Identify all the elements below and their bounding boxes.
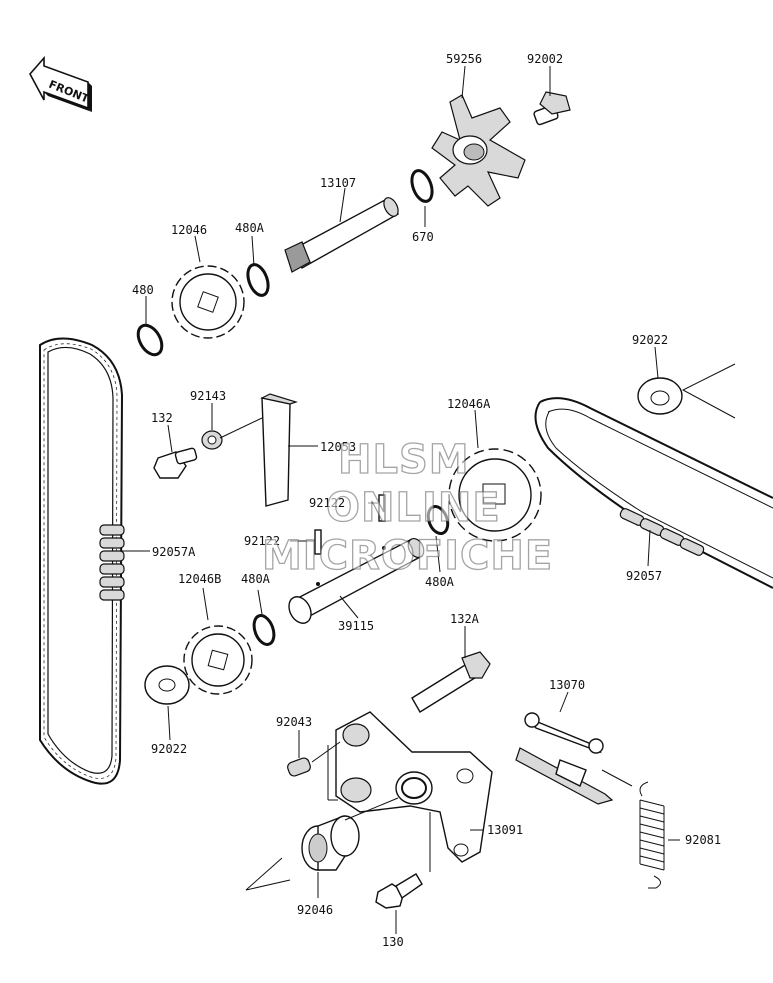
callout-13070[interactable]: 13070 — [549, 678, 586, 692]
circlip-480 — [136, 323, 164, 357]
circlip-480A-upper — [246, 263, 270, 297]
o-ring-670 — [410, 169, 434, 203]
callout-92002[interactable]: 92002 — [527, 52, 564, 66]
callout-480A-3[interactable]: 480A — [241, 572, 270, 586]
chain-gap-mark-right — [681, 363, 736, 419]
rotor-59256 — [431, 94, 526, 207]
callout-12046B[interactable]: 12046B — [178, 572, 222, 586]
watermark-line-2: ONLINE — [325, 485, 501, 531]
circlip-480A-right — [426, 504, 450, 536]
bolt-130 — [375, 873, 423, 909]
watermark-line-3: MICROFICHE — [261, 533, 554, 579]
callout-132[interactable]: 132 — [151, 411, 173, 425]
callout-480A-1[interactable]: 480A — [235, 221, 264, 235]
callout-92046[interactable]: 92046 — [297, 903, 334, 917]
bolt-92002 — [533, 91, 571, 126]
shaft-13107 — [284, 197, 400, 273]
spring-92081 — [639, 781, 665, 889]
callout-92122-1[interactable]: 92122 — [309, 496, 346, 510]
washer-92143 — [201, 430, 223, 450]
callout-92081[interactable]: 92081 — [685, 833, 722, 847]
assembly-mark-lower — [245, 857, 291, 891]
callout-480A-2[interactable]: 480A — [425, 575, 454, 589]
callout-12046A[interactable]: 12046A — [447, 397, 491, 411]
callout-670[interactable]: 670 — [412, 230, 434, 244]
callout-39115[interactable]: 39115 — [338, 619, 375, 633]
callout-12046[interactable]: 12046 — [171, 223, 208, 237]
callout-59256[interactable]: 59256 — [446, 52, 483, 66]
callout-132A[interactable]: 132A — [450, 612, 479, 626]
front-arrow-icon: FRONT — [29, 55, 92, 112]
bearing-92046 — [301, 815, 360, 871]
leader-lines — [122, 65, 680, 934]
bracket-13091 — [335, 711, 493, 863]
callout-92043[interactable]: 92043 — [276, 715, 313, 729]
sprocket-12046 — [171, 265, 245, 339]
circlip-480A-lower — [252, 614, 276, 646]
tensioner-12053 — [260, 393, 298, 507]
callout-92057A[interactable]: 92057A — [152, 545, 196, 559]
washer-92022-upper — [637, 377, 683, 415]
callout-13107[interactable]: 13107 — [320, 176, 357, 190]
chain-92057 — [534, 397, 773, 589]
sprocket-12046A — [448, 448, 542, 542]
pin-92122-upper — [378, 494, 386, 522]
callout-92057[interactable]: 92057 — [626, 569, 663, 583]
sprocket-12046B — [183, 625, 253, 695]
callout-92022-2[interactable]: 92022 — [151, 742, 188, 756]
chain-92057A — [39, 337, 125, 785]
bolt-132 — [153, 447, 198, 479]
callout-92022-1[interactable]: 92022 — [632, 333, 669, 347]
callout-92143[interactable]: 92143 — [190, 389, 227, 403]
pin-92122-left — [314, 529, 322, 555]
washer-92022-lower — [144, 665, 190, 705]
dowel-92043 — [287, 757, 311, 777]
callout-480[interactable]: 480 — [132, 283, 154, 297]
callout-92122-2[interactable]: 92122 — [244, 534, 281, 548]
chain-guide-13070 — [515, 712, 614, 805]
callout-12053[interactable]: 12053 — [320, 440, 357, 454]
callout-13091[interactable]: 13091 — [487, 823, 524, 837]
bolt-132A — [411, 651, 491, 713]
shaft-39115 — [288, 537, 425, 624]
callout-130[interactable]: 130 — [382, 935, 404, 949]
watermark-line-1: HLSM — [337, 437, 470, 483]
